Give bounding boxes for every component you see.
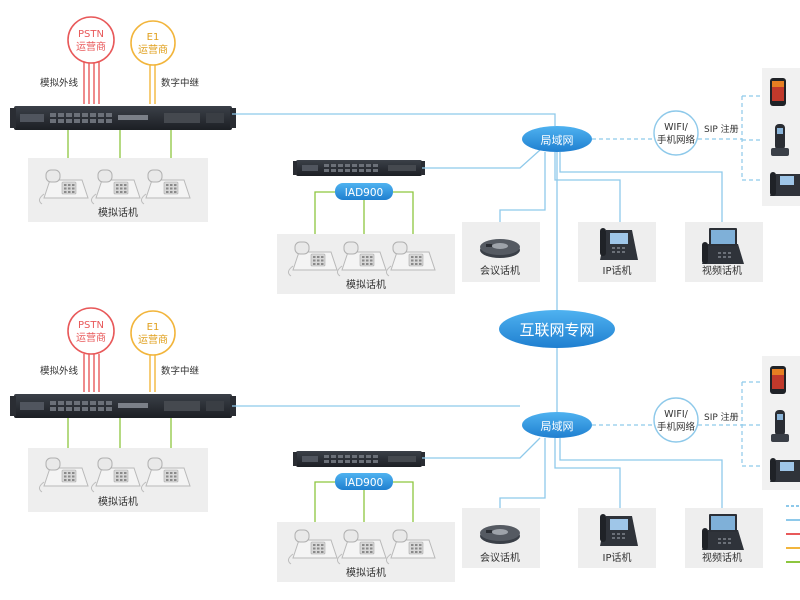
video-phone-box: 视频话机	[685, 222, 763, 282]
legend-fragment	[786, 505, 800, 563]
iad-label-badge: IAD900	[335, 183, 393, 200]
desk-ip-phone	[770, 172, 800, 196]
internet-label: 互联网专网	[519, 321, 594, 339]
wifi-mobile-network: WIFI/ 手机网络	[653, 397, 699, 443]
analog-phones-group-left: 模拟话机	[28, 158, 208, 222]
lan-label: 局域网	[541, 420, 574, 433]
desk-ip-phone	[770, 458, 800, 482]
lan-endpoint-links	[499, 438, 723, 514]
analog-phones-group-mid: 模拟话机	[277, 522, 455, 582]
lan-endpoint-links	[499, 152, 723, 228]
iad-lan-link	[422, 149, 541, 169]
iad-label: IAD900	[345, 477, 383, 489]
pstn-carrier-label: 运营商	[76, 40, 106, 53]
analog-phones-label: 模拟话机	[346, 566, 386, 579]
analog-trunk-label: 模拟外线	[40, 365, 79, 377]
mobile-network-label: 手机网络	[657, 421, 696, 433]
ip-phone-box: IP话机	[578, 222, 656, 282]
conference-phone-box: 会议话机	[462, 222, 540, 282]
pstn-carrier: PSTN 运营商	[67, 16, 115, 64]
iad-phone-lines	[314, 481, 414, 524]
smartphone	[770, 366, 786, 394]
video-phone-label: 视频话机	[702, 264, 742, 277]
top-network-section: PSTN 运营商 E1 运营商 模拟外线 数字中继 模拟话机	[10, 16, 800, 294]
lan-node: 局域网	[522, 126, 592, 152]
conference-phone-label: 会议话机	[480, 264, 520, 277]
conference-phone	[480, 239, 520, 258]
sip-dashed-links	[698, 381, 764, 467]
lan-label: 局域网	[541, 134, 574, 147]
video-phone-label: 视频话机	[702, 551, 742, 564]
e1-label: E1	[147, 322, 160, 333]
pstn-label: PSTN	[78, 29, 104, 40]
sip-dashed-links	[698, 95, 764, 181]
digital-trunk-label: 数字中继	[161, 365, 200, 377]
pstn-carrier: PSTN 运营商	[67, 307, 115, 355]
iad-gateway	[293, 451, 425, 467]
analog-phones-label: 模拟话机	[346, 278, 386, 291]
video-phone-box: 视频话机	[685, 508, 763, 568]
ip-phone-label: IP话机	[603, 264, 632, 277]
bottom-network-section: PSTN 运营商 E1 运营商 模拟外线 数字中继 模拟话机	[10, 307, 800, 582]
internet-private-network: 互联网专网	[499, 310, 615, 348]
ip-phone	[600, 514, 638, 546]
ip-pbx-rack-server	[10, 106, 236, 130]
lan-node: 局域网	[522, 412, 592, 438]
ip-phone	[600, 228, 638, 260]
server-lan-link	[232, 113, 556, 126]
e1-carrier: E1 运营商	[130, 310, 176, 356]
analog-phones-label: 模拟话机	[98, 495, 138, 508]
digital-trunk-label: 数字中继	[161, 77, 200, 89]
ip-phone-box: IP话机	[578, 508, 656, 568]
mobile-network-label: 手机网络	[657, 134, 696, 146]
pstn-label: PSTN	[78, 320, 104, 331]
e1-label: E1	[147, 32, 160, 43]
wifi-mobile-network: WIFI/ 手机网络	[653, 110, 699, 156]
smartphone	[770, 78, 786, 106]
analog-trunk-label: 模拟外线	[40, 77, 79, 89]
analog-phones-label: 模拟话机	[98, 206, 138, 219]
wifi-label: WIFI/	[664, 122, 688, 133]
pstn-trunk-lines	[83, 60, 100, 104]
iad-lan-link	[422, 437, 541, 459]
e1-trunk-lines	[149, 354, 156, 392]
analog-phones-group-left: 模拟话机	[28, 448, 208, 512]
wifi-label: WIFI/	[664, 409, 688, 420]
e1-carrier: E1 运营商	[130, 20, 176, 66]
pstn-carrier-label: 运营商	[76, 331, 106, 344]
iad-label: IAD900	[345, 187, 383, 199]
ip-pbx-rack-server	[10, 394, 236, 418]
conference-phone	[480, 525, 520, 544]
iad-phone-lines	[314, 191, 414, 236]
iad-gateway	[293, 160, 425, 176]
sip-register-label: SIP 注册	[704, 411, 739, 423]
pstn-trunk-lines	[83, 354, 100, 392]
e1-trunk-lines	[149, 62, 156, 104]
analog-phones-group-mid: 模拟话机	[277, 234, 455, 294]
conference-phone-label: 会议话机	[480, 551, 520, 564]
sip-register-label: SIP 注册	[704, 123, 739, 135]
conference-phone-box: 会议话机	[462, 508, 540, 568]
e1-carrier-label: 运营商	[138, 333, 168, 346]
ip-phone-label: IP话机	[603, 551, 632, 564]
e1-carrier-label: 运营商	[138, 43, 168, 56]
iad-label-badge: IAD900	[335, 473, 393, 490]
